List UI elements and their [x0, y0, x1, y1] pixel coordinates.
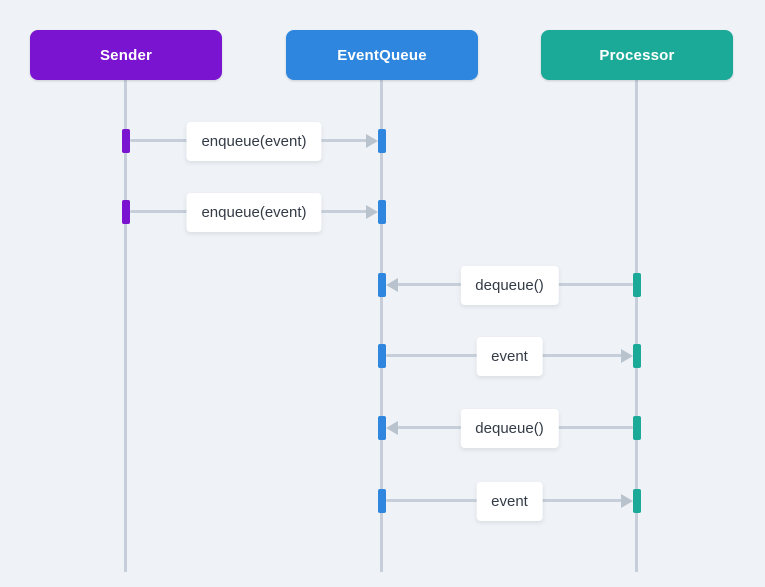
- actor-label-eventqueue: EventQueue: [337, 46, 427, 64]
- activation-bar-eventqueue: [378, 416, 386, 440]
- arrowhead-icon: [386, 421, 398, 435]
- activation-bar-eventqueue: [378, 344, 386, 368]
- message-label: enqueue(event): [186, 122, 322, 161]
- actor-header-sender: Sender: [30, 30, 222, 80]
- activation-bar-eventqueue: [378, 273, 386, 297]
- arrowhead-icon: [621, 349, 633, 363]
- activation-bar-eventqueue: [378, 129, 386, 153]
- activation-bar-processor: [633, 344, 641, 368]
- message-label: dequeue(): [460, 409, 559, 448]
- message-label: enqueue(event): [186, 193, 322, 232]
- actor-header-eventqueue: EventQueue: [286, 30, 478, 80]
- activation-bar-eventqueue: [378, 489, 386, 513]
- message-label: event: [476, 482, 543, 521]
- arrowhead-icon: [366, 134, 378, 148]
- activation-bar-processor: [633, 416, 641, 440]
- activation-bar-eventqueue: [378, 200, 386, 224]
- actor-label-processor: Processor: [599, 46, 675, 64]
- lifeline-eventqueue: [380, 80, 383, 572]
- message-label: dequeue(): [460, 266, 559, 305]
- actor-label-sender: Sender: [99, 46, 153, 64]
- activation-bar-processor: [633, 489, 641, 513]
- message-label: event: [476, 337, 543, 376]
- lifeline-processor: [635, 80, 638, 572]
- actor-header-processor: Processor: [541, 30, 733, 80]
- activation-bar-sender: [122, 200, 130, 224]
- arrowhead-icon: [366, 205, 378, 219]
- arrowhead-icon: [386, 278, 398, 292]
- arrowhead-icon: [621, 494, 633, 508]
- activation-bar-processor: [633, 273, 641, 297]
- activation-bar-sender: [122, 129, 130, 153]
- lifeline-sender: [124, 80, 127, 572]
